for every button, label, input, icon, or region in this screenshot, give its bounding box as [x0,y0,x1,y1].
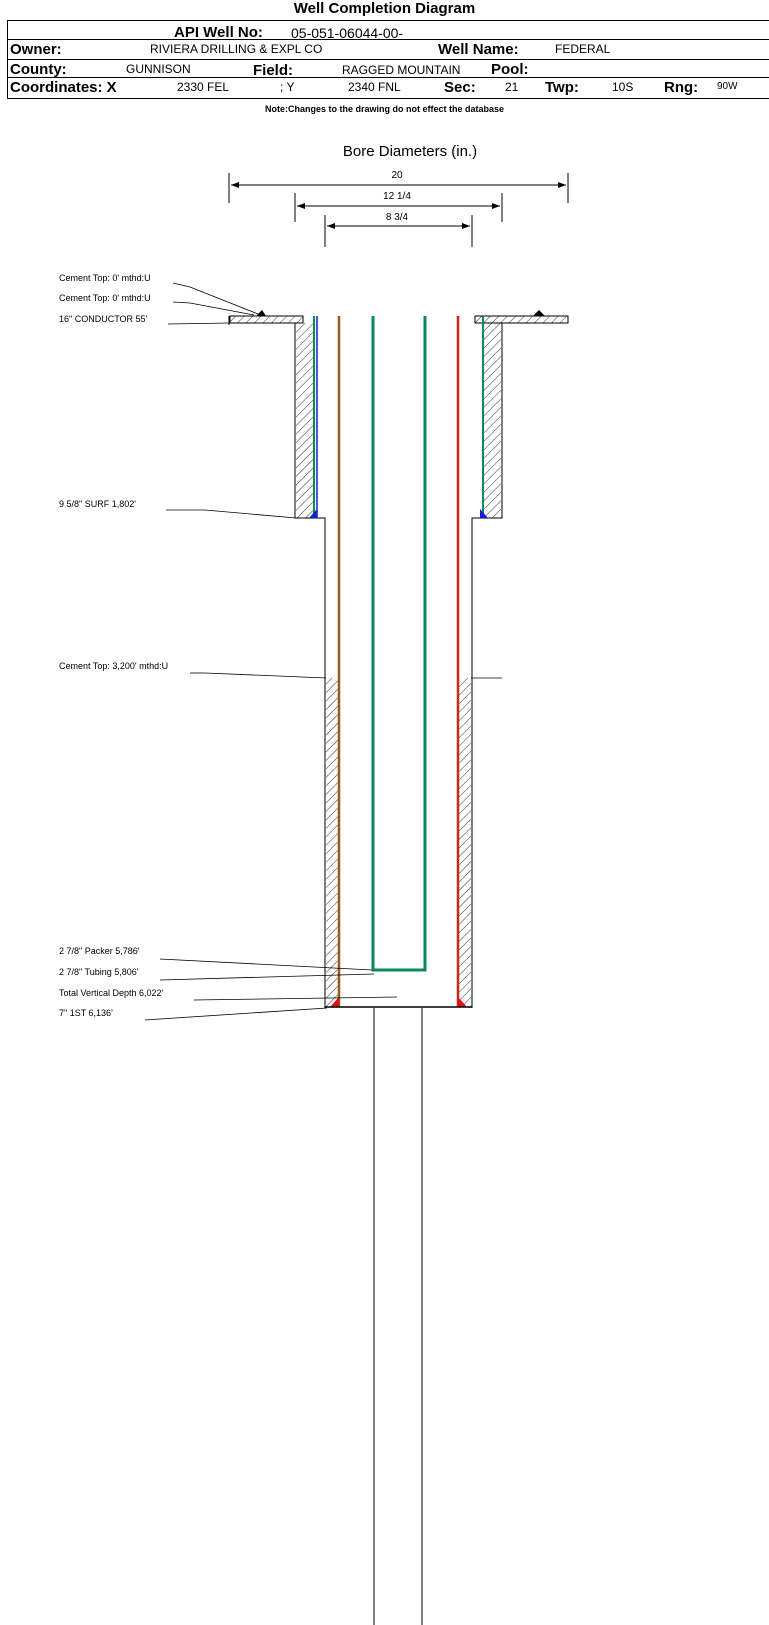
y-coordinate-label: ; Y [280,80,295,94]
diagram-title: Well Completion Diagram [293,0,476,17]
section-value: 21 [505,80,519,94]
township-value: 10S [612,80,634,94]
annotation-labels: Cement Top: 0' mthd:U Cement Top: 0' mth… [59,273,168,1018]
bore-dimension-20: 20 [228,170,569,203]
owner-value: RIVIERA DRILLING & EXPL CO [150,42,323,56]
database-note: Note:Changes to the drawing do not effec… [264,104,505,114]
owner-label: Owner: [10,41,62,58]
production-cement-right [459,678,471,1008]
well-name-value: FEDERAL [555,42,611,56]
conductor-cement-ledge [228,310,569,325]
township-label: Twp: [545,79,579,96]
production-casing-label: 7" 1ST 6,136' [59,1008,113,1018]
api-value: 05-051-06044-00- [291,25,404,41]
production-cement-left [326,678,338,1008]
county-label: County: [10,61,67,78]
bore-dimension-20-label: 20 [391,170,403,181]
county-row [8,59,769,60]
field-value: RAGGED MOUNTAIN [342,63,461,77]
surface-cement-left [296,323,313,518]
annotation-leaders [144,282,502,1021]
bore-dimension-12-1-4: 12 1/4 [294,191,503,222]
tubing-label: 2 7/8" Tubing 5,806' [59,967,139,977]
packer-label: 2 7/8" Packer 5,786' [59,946,140,956]
section-label: Sec: [444,79,476,96]
production-shoe-left [330,997,339,1007]
cement-top-label-1: Cement Top: 0' mthd:U [59,273,151,283]
coordinates-row [8,77,769,78]
owner-row [8,39,769,40]
range-label: Rng: [664,79,699,96]
surface-cement-right [484,323,501,518]
bore-diameters-title: Bore Diameters (in.) [343,143,477,160]
bore-dimension-8-3-4: 8 3/4 [324,212,473,247]
cement-top-3200-label: Cement Top: 3,200' mthd:U [59,661,168,671]
pool-label: Pool: [491,61,529,78]
x-coordinate-value: 2330 FEL [177,80,230,94]
bore-dimension-12-1-4-label: 12 1/4 [383,191,411,202]
well-info-table: API Well No: 05-051-06044-00- Owner: RIV… [7,20,769,99]
production-shoe-right [458,997,467,1007]
well-name-label: Well Name: [438,41,519,58]
surface-shoe-left [309,509,317,518]
county-value: GUNNISON [126,62,191,76]
total-vertical-depth-label: Total Vertical Depth 6,022' [59,988,164,998]
conductor-label: 16" CONDUCTOR 55' [59,314,148,324]
bore-dimension-8-3-4-label: 8 3/4 [386,212,409,223]
api-label: API Well No: [174,24,263,41]
surface-casing-label: 9 5/8" SURF 1,802' [59,499,136,509]
y-coordinate-value: 2340 FNL [348,80,401,94]
cement-top-label-2: Cement Top: 0' mthd:U [59,293,151,303]
field-label: Field: [253,62,293,79]
tubing-string [371,316,427,972]
surface-shoe-right [480,509,488,518]
range-value: 90W [717,81,738,92]
coordinates-label: Coordinates: X [10,79,117,96]
